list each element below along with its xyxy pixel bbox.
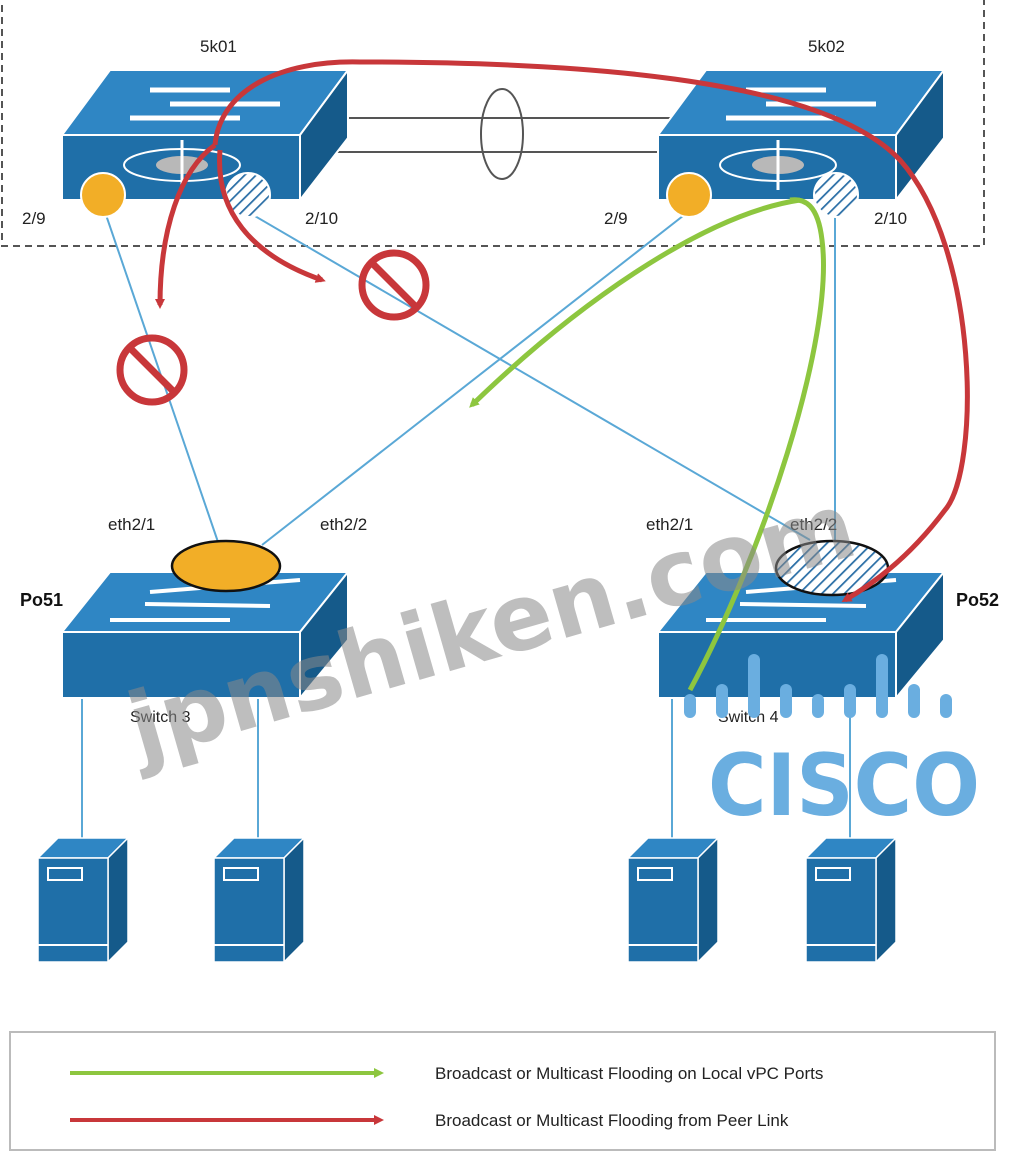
cisco-bars-icon [684,654,952,718]
blocked-icon [358,249,430,321]
link-5k02-2-9-to-switch3 [261,211,689,546]
switch-5k01-name: 5k01 [200,37,237,56]
peer-link [320,88,690,180]
port-5k02-2-10[interactable] [813,172,859,218]
switch-4-name: Switch 4 [718,709,779,726]
server-icon [626,836,720,964]
port-channel-po52: Po52 [956,590,999,610]
switch-4[interactable] [655,539,947,701]
server-icon [36,836,130,964]
legend: Broadcast or Multicast Flooding on Local… [9,1031,996,1151]
port-label-sw3-eth2-1: eth2/1 [108,515,155,534]
blocked-icon [116,334,188,406]
port-label-sw3-eth2-2: eth2/2 [320,515,367,534]
server-icon [212,836,306,964]
peer-flood-to-2-9 [155,142,217,309]
link-5k01-2-10-to-switch4 [247,211,811,541]
vpc-po51-bundle [170,539,282,593]
peer-flood-to-2-10 [217,149,326,283]
port-label-sw4-eth2-2: eth2/2 [790,515,837,534]
port-label-5k02-2-10: 2/10 [874,209,907,228]
port-channel-po51: Po51 [20,590,63,610]
vpc-domain-box [1,0,985,247]
port-5k01-2-9[interactable] [80,172,126,218]
servers [36,836,898,964]
local-flood-from-switch4 [687,197,826,692]
switch-5k02[interactable] [656,66,946,218]
switch-3-name: Switch 3 [130,709,191,726]
legend-box [9,1031,996,1151]
cisco-wordmark: CISCO [708,736,980,836]
port-label-5k02-2-9: 2/9 [604,209,628,228]
legend-label-peer: Broadcast or Multicast Flooding from Pee… [435,1111,789,1130]
peer-link-flood-arc [212,59,970,603]
switch-3[interactable] [59,539,351,701]
server-icon [804,836,898,964]
port-label-sw4-eth2-1: eth2/1 [646,515,693,534]
port-5k02-2-9[interactable] [666,172,712,218]
port-label-5k01-2-9: 2/9 [22,209,46,228]
legend-label-local: Broadcast or Multicast Flooding on Local… [435,1064,823,1083]
switch-5k02-name: 5k02 [808,37,845,56]
port-label-5k01-2-10: 2/10 [305,209,338,228]
switch-5k01[interactable] [60,66,350,218]
local-flood-to-switch3 [469,197,801,408]
cisco-logo: CISCO [684,654,980,836]
